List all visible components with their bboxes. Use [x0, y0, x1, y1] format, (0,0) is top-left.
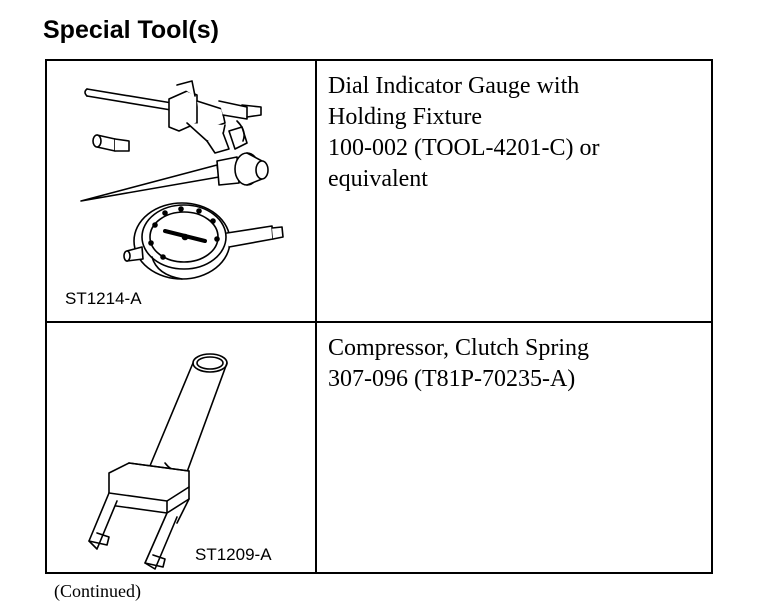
tool-description-line: Dial Indicator Gauge with [328, 73, 580, 99]
tool-description-line: 100-002 (TOOL-4201-C) or [328, 135, 600, 161]
page-title: Special Tool(s) [43, 16, 219, 44]
tool-row: ST1214-A Dial Indicator Gauge with Holdi… [47, 61, 711, 323]
tool-description: Compressor, Clutch Spring 307-096 (T81P-… [328, 333, 708, 395]
tool-description-line: 307-096 (T81P-70235-A) [328, 366, 576, 392]
tool-illustration-cell: ST1209-A [47, 323, 317, 574]
continued-note: (Continued) [54, 581, 141, 601]
tool-description-line: Compressor, Clutch Spring [328, 335, 590, 361]
tool-description-line: Holding Fixture [328, 104, 482, 130]
dial-indicator-illustration [80, 80, 284, 280]
tool-row: ST1209-A Compressor, Clutch Spring 307-0… [47, 323, 711, 574]
special-tools-table: ST1214-A Dial Indicator Gauge with Holdi… [45, 59, 713, 574]
figure-id: ST1214-A [65, 289, 142, 308]
tool-description-line: equivalent [328, 166, 428, 192]
clutch-spring-compressor-illustration [88, 353, 228, 570]
tool-description: Dial Indicator Gauge with Holding Fixtur… [328, 71, 708, 195]
tool-illustration-cell: ST1214-A [47, 61, 317, 321]
figure-id: ST1209-A [195, 545, 272, 564]
